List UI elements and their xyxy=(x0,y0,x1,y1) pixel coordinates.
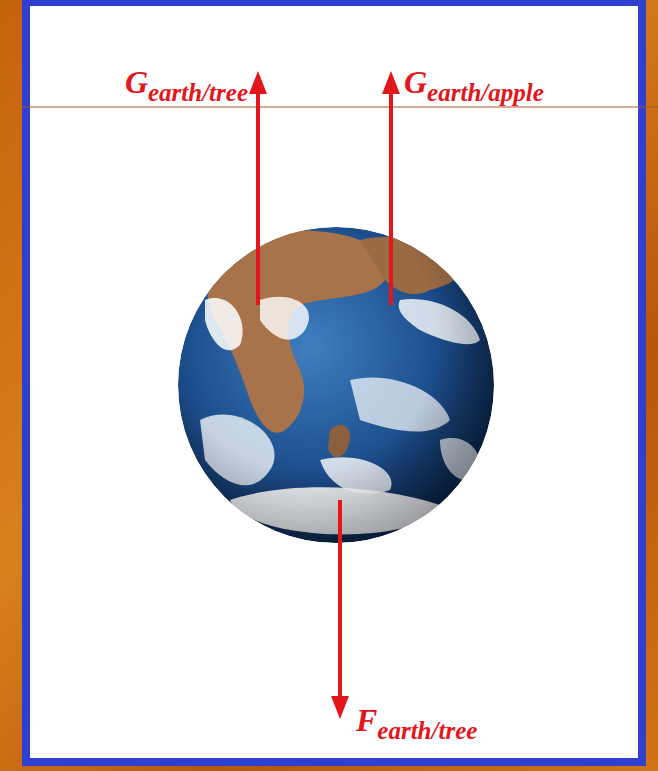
force-subscript: earth/tree xyxy=(148,79,248,106)
force-label: Fearth/tree xyxy=(356,704,477,743)
force-symbol: G xyxy=(404,64,427,100)
force-symbol: F xyxy=(356,702,377,738)
force-subscript: earth/apple xyxy=(427,79,544,106)
force-subscript: earth/tree xyxy=(377,717,477,744)
force-symbol: G xyxy=(125,64,148,100)
force-label: Gearth/tree xyxy=(125,66,248,105)
force-label: Gearth/apple xyxy=(404,66,544,105)
